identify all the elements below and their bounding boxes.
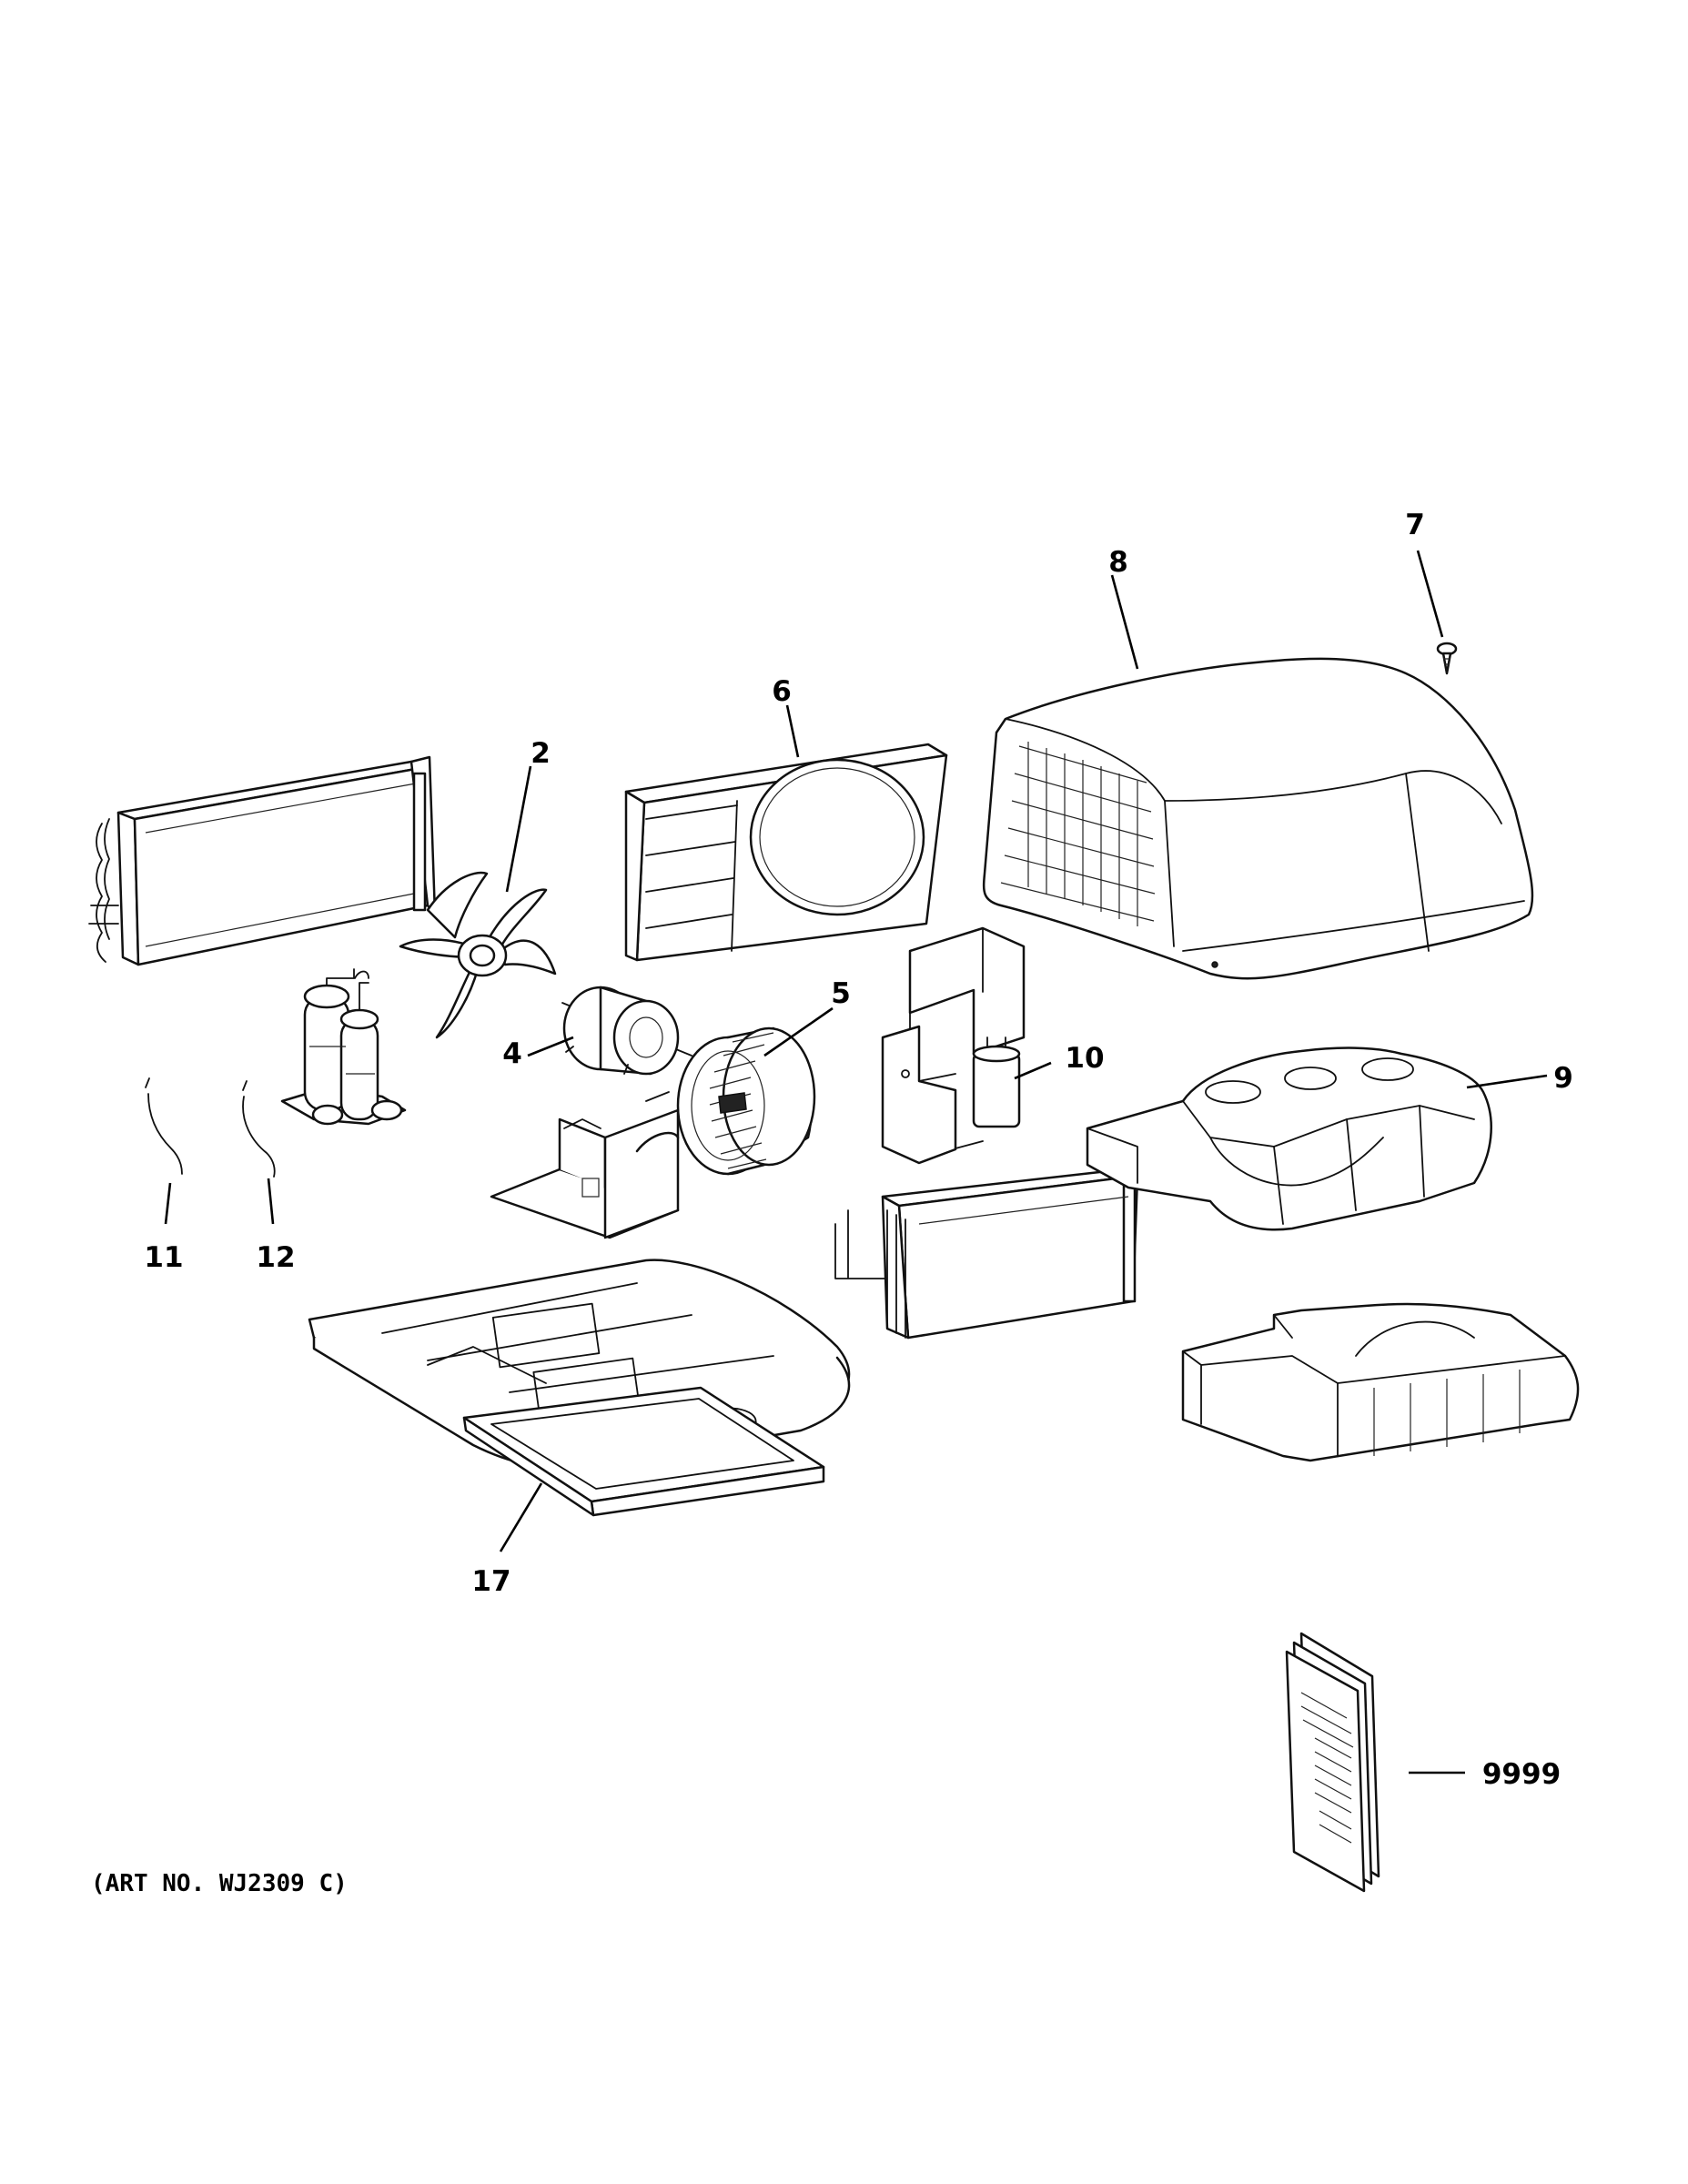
wire-harness-11 <box>147 1093 183 1175</box>
control-mounting-bracket <box>881 1025 984 1165</box>
callout-4: 4 <box>502 1037 522 1070</box>
art-number: (ART NO. WJ2309 C) <box>91 1870 348 1897</box>
callout-9999: 9999 <box>1482 1758 1561 1791</box>
leader-lines <box>164 550 1548 1774</box>
condenser-shroud <box>624 743 948 962</box>
evaporator-coil <box>834 1168 1139 1340</box>
condenser-coil <box>88 755 437 966</box>
callout-10: 10 <box>1065 1042 1104 1075</box>
callout-6: 6 <box>772 675 792 708</box>
callout-labels: 2 6 8 7 5 4 10 9 11 12 17 9999 (ART NO. … <box>91 509 1573 1897</box>
evaporator-lower-housing <box>1181 1302 1580 1462</box>
callout-11: 11 <box>144 1241 183 1274</box>
evaporator-upper-housing <box>1086 1046 1492 1231</box>
owners-manual <box>1285 1632 1380 1893</box>
wire-harness-11-end <box>145 1077 150 1088</box>
fan-motor <box>561 986 692 1076</box>
condenser-fan-blade <box>399 871 557 1039</box>
callout-5: 5 <box>831 977 851 1010</box>
top-cover-shroud <box>982 657 1534 980</box>
callout-9: 9 <box>1553 1062 1573 1095</box>
control-box-cover <box>908 926 1026 1056</box>
motor-mount-bracket <box>490 1091 680 1239</box>
callout-8: 8 <box>1108 546 1128 579</box>
run-capacitor <box>972 1036 1021 1128</box>
wire-harness-12 <box>242 1096 276 1178</box>
cover-screw <box>1436 642 1458 675</box>
ceiling-gasket <box>462 1386 825 1517</box>
blower-wheel <box>676 1026 816 1176</box>
compressor <box>280 968 407 1126</box>
callout-12: 12 <box>256 1241 295 1274</box>
wire-harness-12-end <box>242 1080 248 1091</box>
callout-17: 17 <box>471 1565 510 1598</box>
callout-7: 7 <box>1405 509 1425 541</box>
callout-2: 2 <box>531 737 551 770</box>
